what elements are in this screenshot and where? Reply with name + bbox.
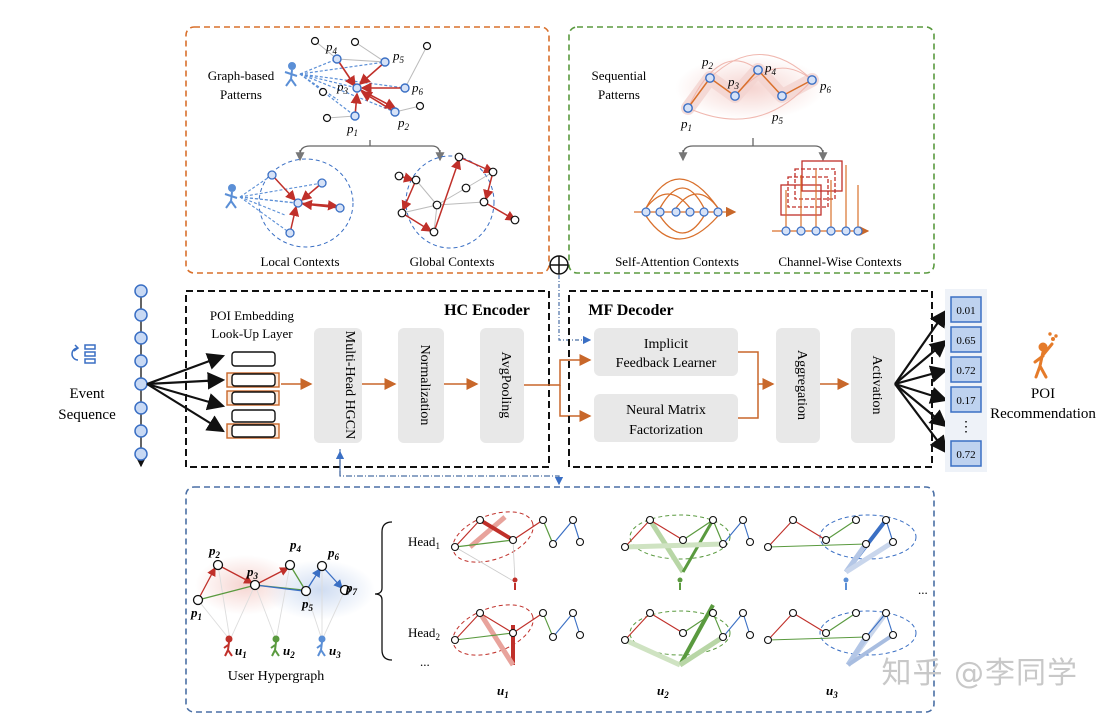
ellipsis-right-label: ... <box>918 582 928 597</box>
svg-text:Aggregation: Aggregation <box>794 350 809 420</box>
event-label-2: Sequence <box>58 407 116 423</box>
ellipsis-label: ... <box>420 654 430 669</box>
global-contexts-label: Global Contexts <box>410 254 495 269</box>
normalization-block <box>398 328 444 443</box>
event-label-1: Event <box>70 386 106 402</box>
svg-text:p1: p1 <box>680 116 692 133</box>
svg-text:u1: u1 <box>235 643 247 660</box>
head-user-u3: u3 <box>826 683 838 700</box>
poi-recommendation: POI Recommendation <box>990 332 1096 422</box>
svg-text:p5: p5 <box>392 48 405 65</box>
svg-text:Normalization: Normalization <box>417 345 432 426</box>
svg-text:p2: p2 <box>208 543 221 560</box>
hgcn-block <box>314 328 362 443</box>
head-1-label: Head1 <box>408 534 440 551</box>
hc-encoder: HC Encoder POI Embedding Look-Up Layer M… <box>185 290 550 468</box>
implicit-block <box>594 328 738 376</box>
svg-text:p1: p1 <box>346 121 358 138</box>
mf-decoder-title: MF Decoder <box>588 302 673 319</box>
avgpooling-block <box>480 328 524 443</box>
svg-text:p6: p6 <box>819 78 832 95</box>
score-dots: ⋮ <box>959 420 973 435</box>
user-icon-u3 <box>316 635 326 657</box>
score-list: 0.01 0.65 0.72 0.17 ⋮ 0.72 <box>945 289 987 472</box>
score-4: 0.17 <box>956 395 976 407</box>
embedding-label-2: Look-Up Layer <box>211 326 293 341</box>
svg-text:AvgPooling: AvgPooling <box>498 352 513 419</box>
user-icon <box>224 184 238 209</box>
svg-text:Implicit: Implicit <box>644 337 688 352</box>
svg-text:p4: p4 <box>325 39 338 56</box>
combine-symbol <box>549 255 592 345</box>
score-2: 0.65 <box>956 335 976 347</box>
svg-text:p3: p3 <box>336 79 349 96</box>
head-user-u1: u1 <box>497 683 509 700</box>
head-graphs <box>450 511 917 668</box>
graph-patterns-label-2: Patterns <box>220 87 262 102</box>
score-1: 0.01 <box>956 305 975 317</box>
sequential-label-2: Patterns <box>598 87 640 102</box>
svg-text:p4: p4 <box>289 537 302 554</box>
svg-text:Factorization: Factorization <box>629 423 703 438</box>
channel-wise-label: Channel-Wise Contexts <box>778 254 901 269</box>
event-sequence: Event Sequence <box>58 284 226 468</box>
user-hypergraph-label: User Hypergraph <box>228 669 325 684</box>
user-icon <box>284 62 298 87</box>
aggregation-block <box>776 328 820 443</box>
svg-text:Feedback Learner: Feedback Learner <box>616 356 717 371</box>
score-3: 0.72 <box>956 365 975 377</box>
graph-patterns-label-1: Graph-based <box>208 68 275 83</box>
svg-text:Neural Matrix: Neural Matrix <box>626 403 706 418</box>
hc-encoder-title: HC Encoder <box>444 302 530 319</box>
svg-text:p1: p1 <box>190 605 202 622</box>
local-contexts-label: Local Contexts <box>260 254 339 269</box>
poi-rec-label-2: Recommendation <box>990 406 1096 422</box>
score-6: 0.72 <box>956 449 975 461</box>
reaching-person-icon <box>1033 332 1058 379</box>
hypergraph-panel: p1 p2 p3 p4 p5 p6 p7 u1 u2 u3 User Hyper… <box>185 486 935 713</box>
embedding-table <box>226 351 280 439</box>
svg-text:p6: p6 <box>411 80 424 97</box>
activation-block <box>851 328 895 443</box>
user-icon-u1 <box>223 635 233 657</box>
event-icon <box>71 344 96 364</box>
svg-text:u3: u3 <box>329 643 341 660</box>
sequential-label-1: Sequential <box>592 68 647 83</box>
svg-text:Activation: Activation <box>869 355 884 414</box>
svg-text:u2: u2 <box>283 643 295 660</box>
self-attention-label: Self-Attention Contexts <box>615 254 739 269</box>
user-icon-u2 <box>270 635 280 657</box>
mf-decoder: MF Decoder Implicit Feedback Learner Neu… <box>568 290 933 468</box>
nmf-block <box>594 394 738 442</box>
sequential-patterns-panel: Sequential Patterns p1 p2 p3 p4 p5 p6 <box>568 26 935 274</box>
svg-text:Multi-Head HGCN: Multi-Head HGCN <box>342 331 357 440</box>
watermark: 知乎 @李同学 <box>881 656 1078 691</box>
embedding-label-1: POI Embedding <box>210 308 295 323</box>
graph-patterns-panel: Graph-based Patterns p4 p5 p3 p6 p2 <box>185 26 550 274</box>
svg-text:p2: p2 <box>397 115 410 132</box>
svg-text:p2: p2 <box>701 54 714 71</box>
svg-text:p6: p6 <box>327 545 340 562</box>
head-2-label: Head2 <box>408 625 440 642</box>
head-user-u2: u2 <box>657 683 669 700</box>
poi-rec-label-1: POI <box>1031 386 1055 402</box>
